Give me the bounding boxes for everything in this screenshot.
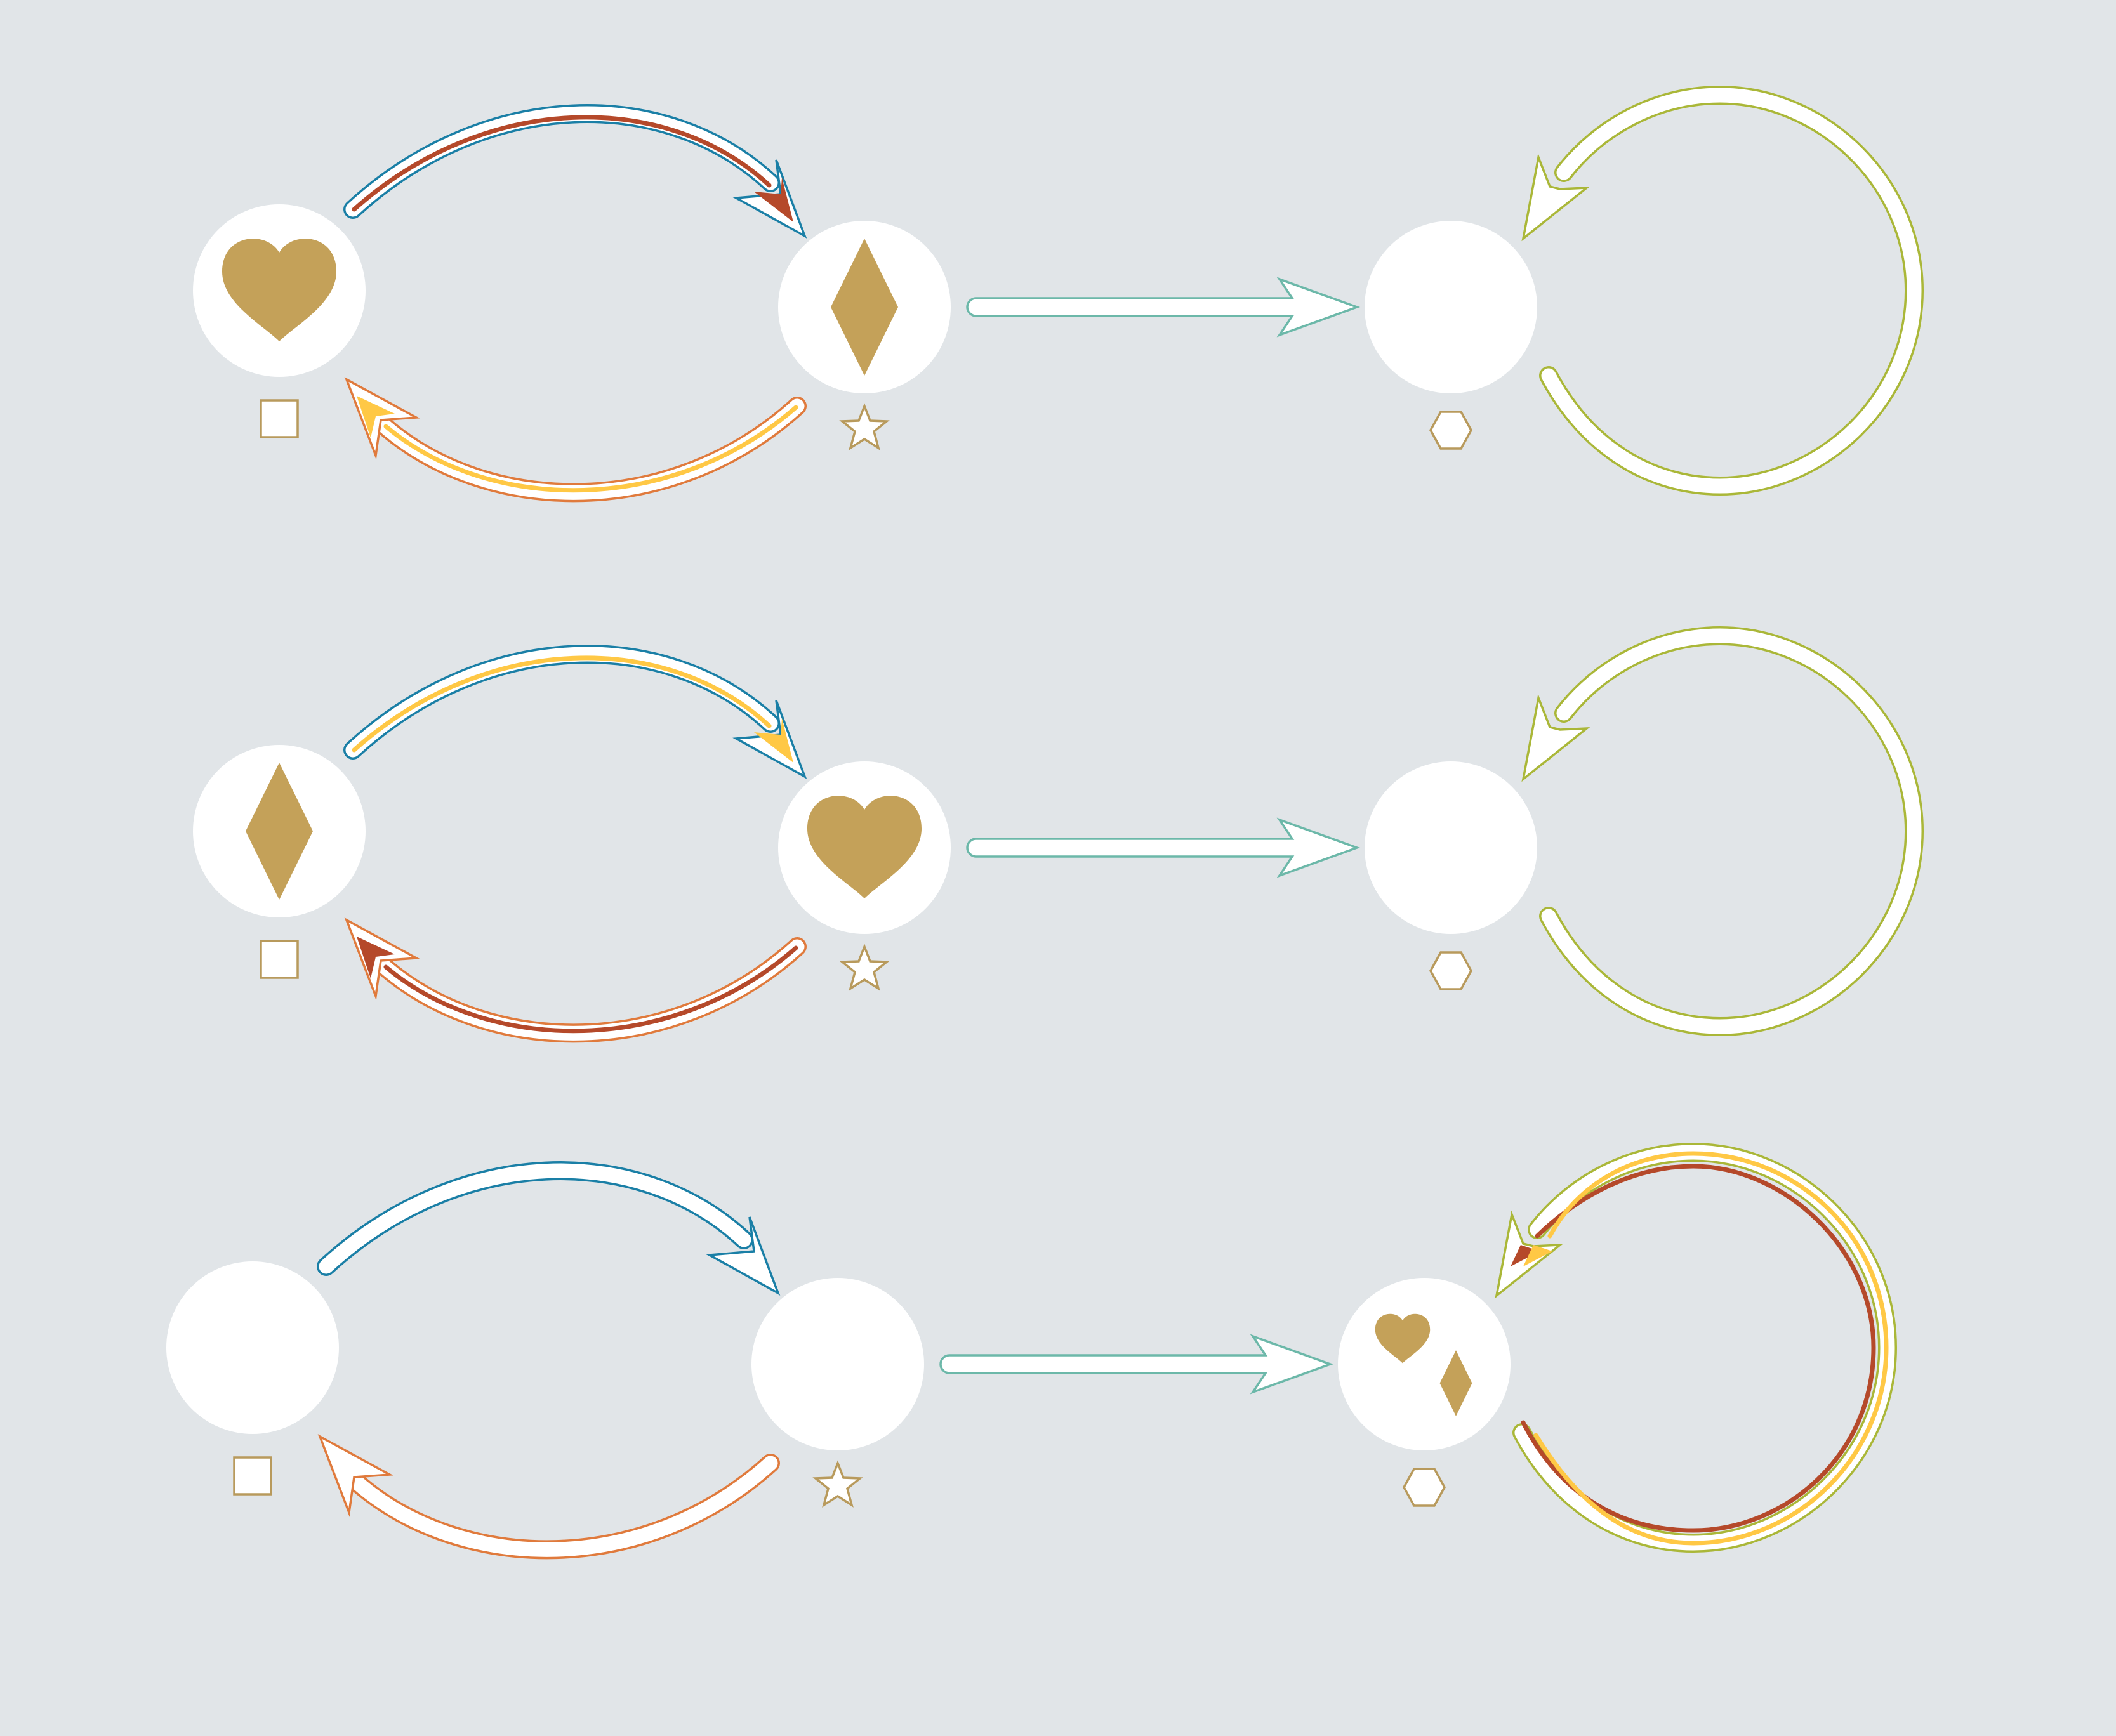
- loop-arrowhead: [1521, 153, 1590, 242]
- back-token-line: [383, 945, 798, 1034]
- forward-arrow: [317, 1161, 781, 1296]
- back-token-line: [383, 405, 798, 493]
- output-arrow: [939, 1334, 1334, 1395]
- star-marker-icon: [814, 1462, 861, 1506]
- hexagon-marker-icon: [1429, 951, 1472, 990]
- diagram-row: [166, 1142, 1898, 1560]
- square-marker-icon: [260, 940, 299, 979]
- forward-arrow-body: [319, 1163, 751, 1274]
- output-arrow-shape: [966, 277, 1361, 338]
- forward-token-head: [754, 178, 793, 222]
- forward-arrowhead: [706, 1216, 781, 1296]
- forward-arrow: [343, 645, 807, 779]
- state-node: [166, 1261, 339, 1496]
- loop-token-head: [1523, 1245, 1552, 1266]
- diagram-row: [193, 85, 1924, 503]
- back-arrowhead: [317, 1434, 394, 1517]
- back-arrow: [344, 917, 807, 1043]
- forward-arrow: [343, 104, 807, 239]
- hexagon-marker-icon: [1403, 1468, 1446, 1507]
- diagram-rows: [166, 85, 1924, 1560]
- loop-arrow-body: [1541, 628, 1922, 1034]
- state-node-circle: [751, 1278, 924, 1450]
- loop-arrow-body: [1541, 88, 1922, 494]
- state-node: [1365, 761, 1537, 990]
- state-node: [778, 221, 951, 449]
- loop-token-line: [1533, 1151, 1889, 1546]
- back-arrow: [344, 377, 807, 503]
- state-node: [193, 204, 366, 438]
- output-arrow: [966, 817, 1361, 878]
- back-arrow: [317, 1434, 780, 1560]
- diagram-row: [193, 626, 1924, 1043]
- forward-token-head: [754, 718, 793, 763]
- state-node-circle: [166, 1261, 339, 1434]
- state-node: [1365, 221, 1537, 450]
- state-node-circle: [1365, 221, 1537, 393]
- state-node: [751, 1278, 924, 1506]
- loop-arrow: [1495, 1142, 1898, 1553]
- state-node-circle: [1338, 1278, 1511, 1450]
- back-arrowhead: [344, 917, 421, 1001]
- loop-arrow: [1521, 626, 1924, 1037]
- loop-token-line: [1521, 1164, 1876, 1533]
- output-arrow-shape: [939, 1334, 1334, 1395]
- forward-arrow-body: [345, 106, 778, 217]
- loop-arrowhead: [1521, 694, 1590, 782]
- forward-arrow-body: [345, 647, 778, 758]
- star-marker-icon: [841, 405, 888, 449]
- state-node: [778, 761, 951, 990]
- hexagon-marker-icon: [1429, 411, 1472, 450]
- forward-token-line: [352, 655, 772, 753]
- output-arrow: [966, 277, 1361, 338]
- back-token-head: [357, 937, 395, 978]
- back-arrow-body: [349, 1456, 778, 1557]
- forward-token-line: [352, 115, 772, 212]
- state-node: [193, 745, 366, 979]
- output-arrow-shape: [966, 817, 1361, 878]
- loop-arrow: [1521, 85, 1924, 496]
- square-marker-icon: [233, 1456, 272, 1496]
- state-node: [1338, 1278, 1511, 1507]
- square-marker-icon: [260, 399, 299, 438]
- back-arrowhead: [344, 377, 421, 460]
- back-token-head: [357, 396, 395, 438]
- state-node-circle: [1365, 761, 1537, 934]
- star-marker-icon: [841, 945, 888, 990]
